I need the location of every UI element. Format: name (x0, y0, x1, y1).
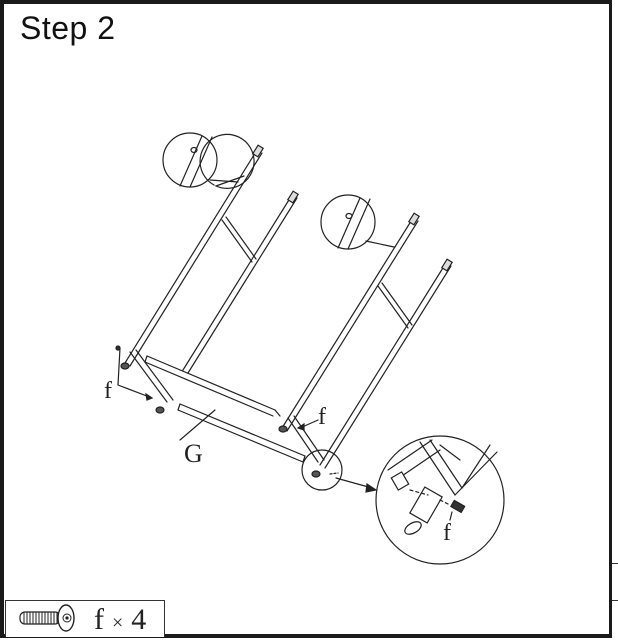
right-side-frame (278, 212, 454, 478)
bar-g (144, 355, 306, 463)
hole-detail-right (320, 194, 395, 250)
hole-detail-left (162, 132, 255, 189)
left-side-frame (120, 144, 300, 414)
parts-quantity: f × 4 (94, 603, 146, 637)
screw-f-left (115, 345, 154, 401)
step-title: Step 2 (20, 10, 116, 46)
times-sign: × (112, 612, 124, 634)
parts-legend: f × 4 (5, 600, 165, 637)
label-g: G (184, 439, 203, 468)
label-f-detail: f (443, 520, 451, 546)
screw-f-right (296, 419, 319, 431)
label-f-left: f (104, 378, 112, 404)
label-f-right: f (318, 404, 326, 430)
parts-name: f (94, 603, 104, 636)
foot-detail (375, 435, 505, 565)
parts-count: 4 (131, 603, 147, 636)
foot-detail-source-circle (301, 449, 343, 491)
edge-tick (612, 600, 618, 601)
edge-tick (612, 563, 618, 564)
screw-icon (19, 604, 75, 632)
